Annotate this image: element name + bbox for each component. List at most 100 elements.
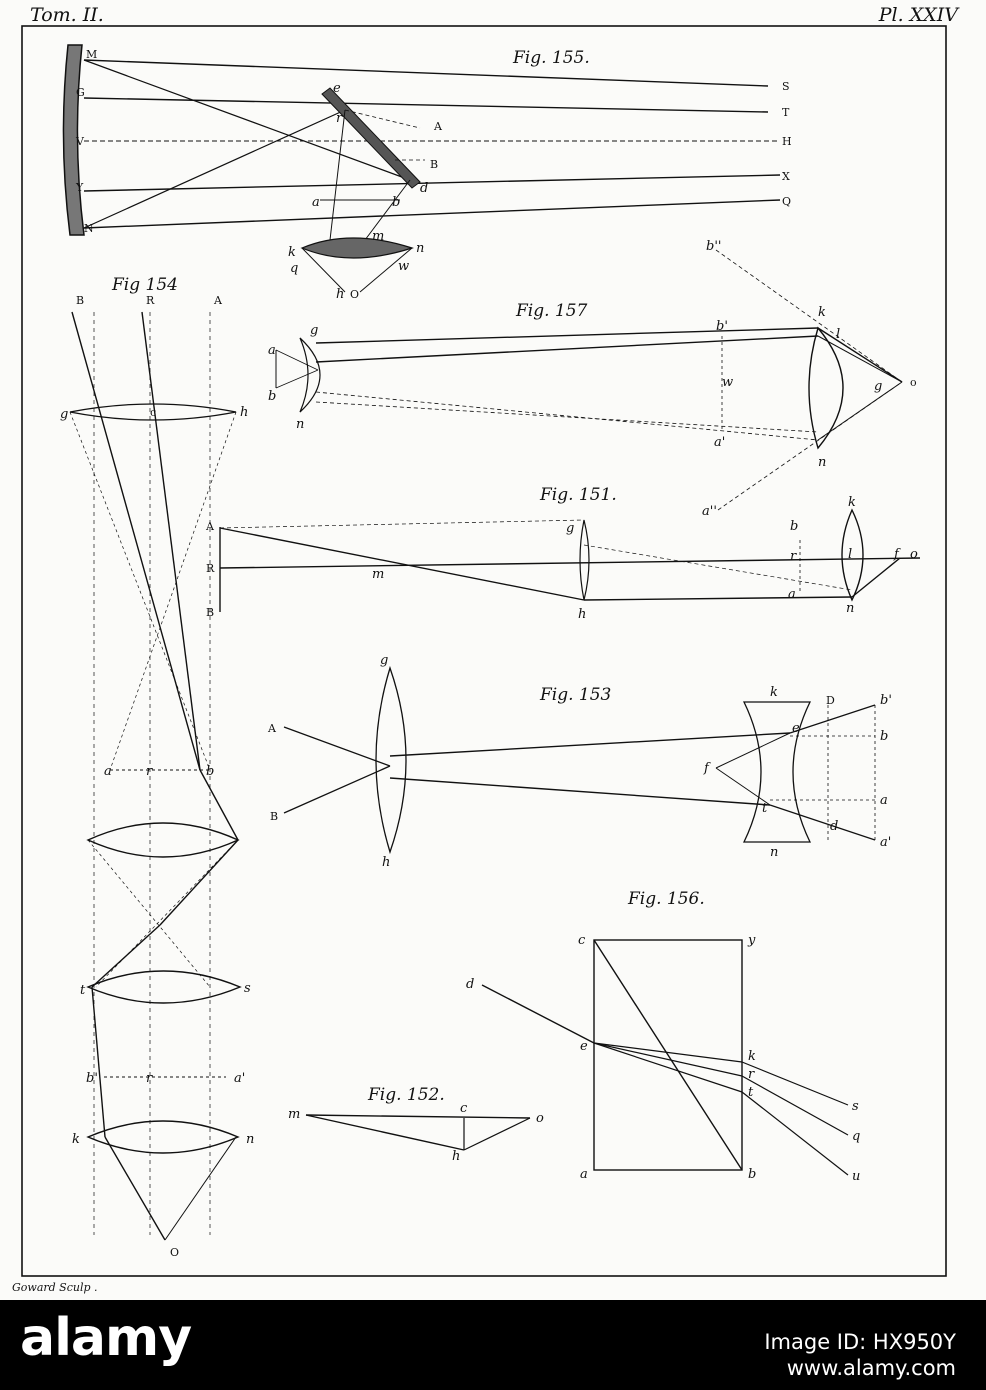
concave-lens-153 [742, 701, 812, 843]
fig-151 [219, 508, 921, 612]
fig-154-label: r [146, 764, 153, 779]
fig-151-title: Fig. 151. [539, 485, 617, 505]
fig-153-label: b [880, 729, 888, 744]
fig-151-label: m [372, 567, 384, 582]
fig-155-label: b [392, 195, 400, 210]
fig-156-label: e [580, 1039, 588, 1054]
fig-157-label: b [268, 389, 276, 404]
engraved-plate: Fig. 155. M G V Y N S T H X Q e r A B d … [21, 25, 947, 1277]
objective-lens-157 [299, 337, 321, 413]
fig-155-label: N [84, 222, 94, 235]
convex-lens-153 [375, 665, 407, 855]
fig-155-title: Fig. 155. [512, 48, 590, 68]
fig-156-label: y [747, 933, 756, 948]
fig-155-label: h [336, 287, 344, 302]
fig-157-label: n [818, 455, 826, 470]
fig-151-label: r [790, 549, 797, 564]
plate-border [21, 25, 947, 1277]
eyepiece-lens [300, 237, 414, 259]
fig-153-label: k [770, 685, 778, 700]
fig-152 [305, 1114, 531, 1151]
fig-155-label: n [416, 241, 424, 256]
fig-153-label: e [792, 721, 800, 736]
fig-155-label: Q [782, 195, 791, 208]
fig-152-label: o [536, 1111, 544, 1126]
fig-152-text: Fig. 152. m c o h [288, 1085, 544, 1164]
fig-153-label: t [762, 801, 768, 816]
fig-154-label: R [146, 294, 155, 307]
concave-mirror [62, 44, 85, 236]
fig-151-label: A [205, 520, 215, 533]
fig-151-label: o [910, 547, 918, 562]
fig-154-label: b' [86, 1071, 98, 1086]
fig-153-label: d [830, 819, 838, 834]
erector-lens [86, 970, 242, 1004]
fig-155-label: Y [75, 181, 84, 194]
fig-153-label: n [770, 845, 778, 860]
fig-156-label: a [580, 1167, 588, 1182]
fig-154-label: t [80, 983, 86, 998]
fig-153-text: g A B h Fig. 153 k D b' e b f a t d a' n [267, 653, 892, 870]
fig-152-title: Fig. 152. [367, 1085, 445, 1105]
fig-153-label: a [880, 793, 888, 808]
fig-153-title: Fig. 153 [539, 685, 611, 705]
fig-155-label: M [86, 48, 97, 61]
glass-block [593, 939, 743, 1171]
fig-155-label: A [433, 120, 443, 133]
fig-155-label: T [782, 106, 790, 119]
fig-151-label: k [848, 495, 856, 510]
fig-153-label: D [826, 694, 835, 707]
fig-157-label: a' [714, 435, 725, 450]
fig-153-label: b' [880, 693, 892, 708]
plate-number: Pl. XXIV [878, 4, 958, 26]
fig-153-label: h [382, 855, 390, 870]
fig-152-label: m [288, 1107, 300, 1122]
fig-156-label: r [748, 1067, 755, 1082]
objective-lens-151 [579, 519, 590, 601]
fig-157-title: Fig. 157 [515, 301, 588, 321]
fig-151-label: g [566, 521, 574, 536]
fig-151-label: b [790, 519, 798, 534]
fig-154-label: s [244, 981, 251, 996]
fig-156-label: b [748, 1167, 756, 1182]
fig-154-label: a' [234, 1071, 245, 1086]
fig-153-label: A [267, 722, 277, 735]
fig-151-label: B [206, 606, 214, 619]
fig-156-label: s [852, 1099, 859, 1114]
fig-152-label: h [452, 1149, 460, 1164]
fig-151-label: R [206, 562, 215, 575]
fig-157-label: g [310, 323, 318, 338]
eye-lens-151 [841, 508, 864, 602]
watermark-footer [0, 1300, 986, 1390]
fig-156-label: u [852, 1169, 860, 1184]
fig-157-label: k [818, 305, 826, 320]
fig-155-label: d [420, 181, 428, 196]
fig-155-label: r [336, 111, 343, 126]
fig-156-label: d [466, 977, 474, 992]
fig-155-label: e [333, 81, 341, 96]
fig-154-label: g [60, 407, 68, 422]
fig-157-label: l [836, 327, 840, 342]
fig-157-label: b'' [706, 239, 721, 254]
fig-157-label: a [268, 343, 276, 358]
fig-154-title: Fig 154 [111, 275, 178, 295]
fig-154-text: Fig 154 B R A g c h a r b t s b' r a' k … [60, 275, 254, 1259]
fig-155-label: V [75, 135, 85, 148]
fig-155-label: X [782, 170, 790, 183]
fig-156-label: t [748, 1085, 754, 1100]
eye-lens-157 [808, 326, 844, 450]
fig-155-label: q [290, 261, 298, 276]
fig-155-text: Fig. 155. M G V Y N S T H X Q e r A B d … [75, 48, 792, 302]
engraver-credit: Goward Sculp . [12, 1281, 98, 1294]
fig-156-label: q [852, 1129, 860, 1144]
fig-155-label: m [372, 229, 384, 244]
fig-154-label: c [150, 406, 156, 419]
fig-157 [275, 249, 903, 511]
fig-155-label: k [288, 245, 296, 260]
fig-154-label: b [206, 764, 214, 779]
fig-151-text: Fig. 151. A R B m g h b r a k l f o n [205, 485, 918, 622]
fig-155-label: a [312, 195, 320, 210]
fig-157-label: a'' [702, 504, 717, 519]
eye-lens [86, 1120, 240, 1154]
fig-153-label: a' [880, 835, 891, 850]
